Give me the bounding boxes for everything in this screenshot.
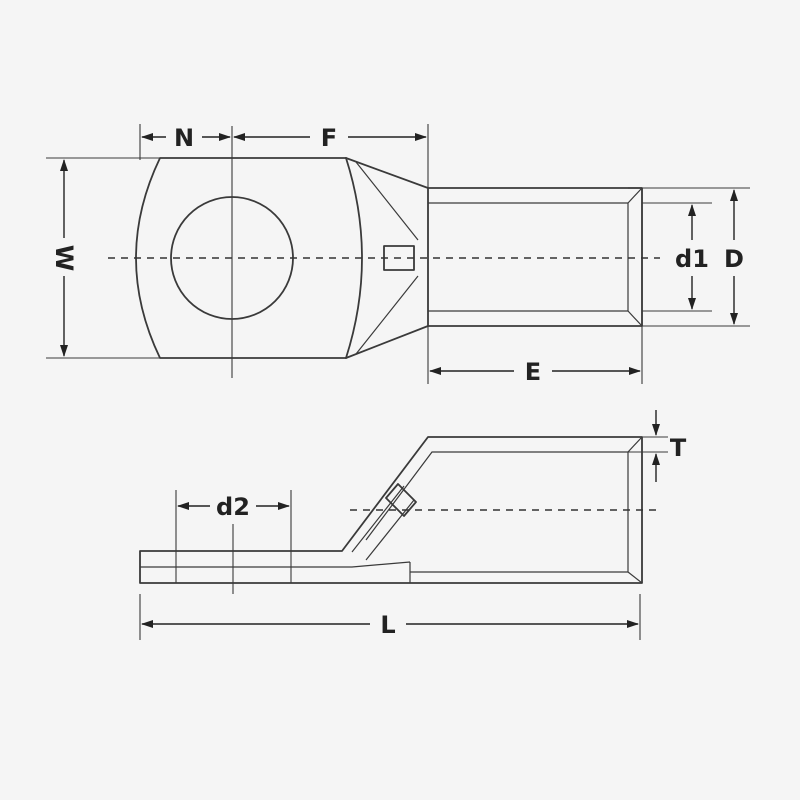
barrel-outline (427, 187, 643, 327)
lug-neck-taper (345, 157, 429, 359)
label-f: F (321, 124, 337, 152)
label-d: D (724, 245, 744, 273)
label-d2: d2 (216, 493, 250, 521)
neck-inner-lines (355, 161, 419, 355)
top-view: N F W d1 D E (46, 124, 750, 386)
side-view: d2 T L (139, 410, 687, 640)
label-e: E (525, 358, 541, 386)
tongue-mid-line (140, 561, 411, 583)
label-d1: d1 (675, 245, 709, 273)
barrel-inner-top (365, 451, 628, 541)
label-w: W (50, 245, 78, 271)
side-inspection-window (385, 483, 417, 517)
label-t: T (670, 434, 687, 462)
barrel-inner-bottom (410, 452, 629, 573)
label-n: N (174, 124, 194, 152)
lug-pad-edges (231, 157, 347, 359)
label-l: L (380, 611, 395, 639)
barrel-inner-bore (428, 202, 629, 312)
barrel-chamfer (627, 187, 643, 327)
barrel-end-chamfer (627, 436, 643, 584)
